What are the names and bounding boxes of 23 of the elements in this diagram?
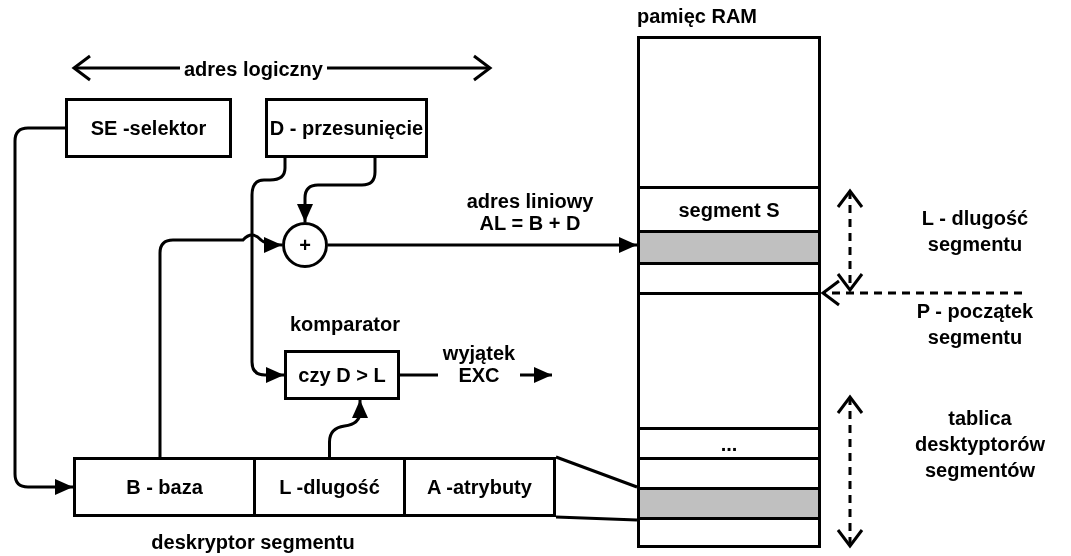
- arrow: [13, 126, 73, 495]
- comparator-box: czy D > L: [284, 350, 400, 400]
- arrow: [297, 158, 377, 222]
- adder-circle: +: [282, 222, 328, 268]
- arrow: [158, 233, 283, 457]
- selector-box: SE -selektor: [65, 98, 232, 158]
- shaded-memory-row: [637, 487, 821, 520]
- memory-title: pamięc RAM: [637, 4, 758, 28]
- shaded-memory-row: [637, 230, 821, 265]
- descriptor-title: deskryptor segmentu: [150, 530, 356, 555]
- dimension-label: L - dlugość segmentu: [920, 206, 1030, 257]
- descriptor-field: A -atrybuty: [403, 457, 556, 517]
- arrow: [328, 237, 637, 253]
- pointer-label: P - początek segmentu: [915, 299, 1035, 350]
- memory-row: ...: [637, 427, 821, 460]
- arrow: [250, 158, 287, 383]
- component-caption: komparator: [289, 312, 401, 336]
- dimension-label: tablica desktyptorów segmentów: [914, 406, 1046, 483]
- offset-box: D - przesunięcie: [265, 98, 428, 158]
- connector-line: [554, 455, 639, 522]
- descriptor-field: B - baza: [73, 457, 256, 517]
- descriptor-field: L -dlugość: [253, 457, 406, 517]
- arrow: [328, 400, 368, 457]
